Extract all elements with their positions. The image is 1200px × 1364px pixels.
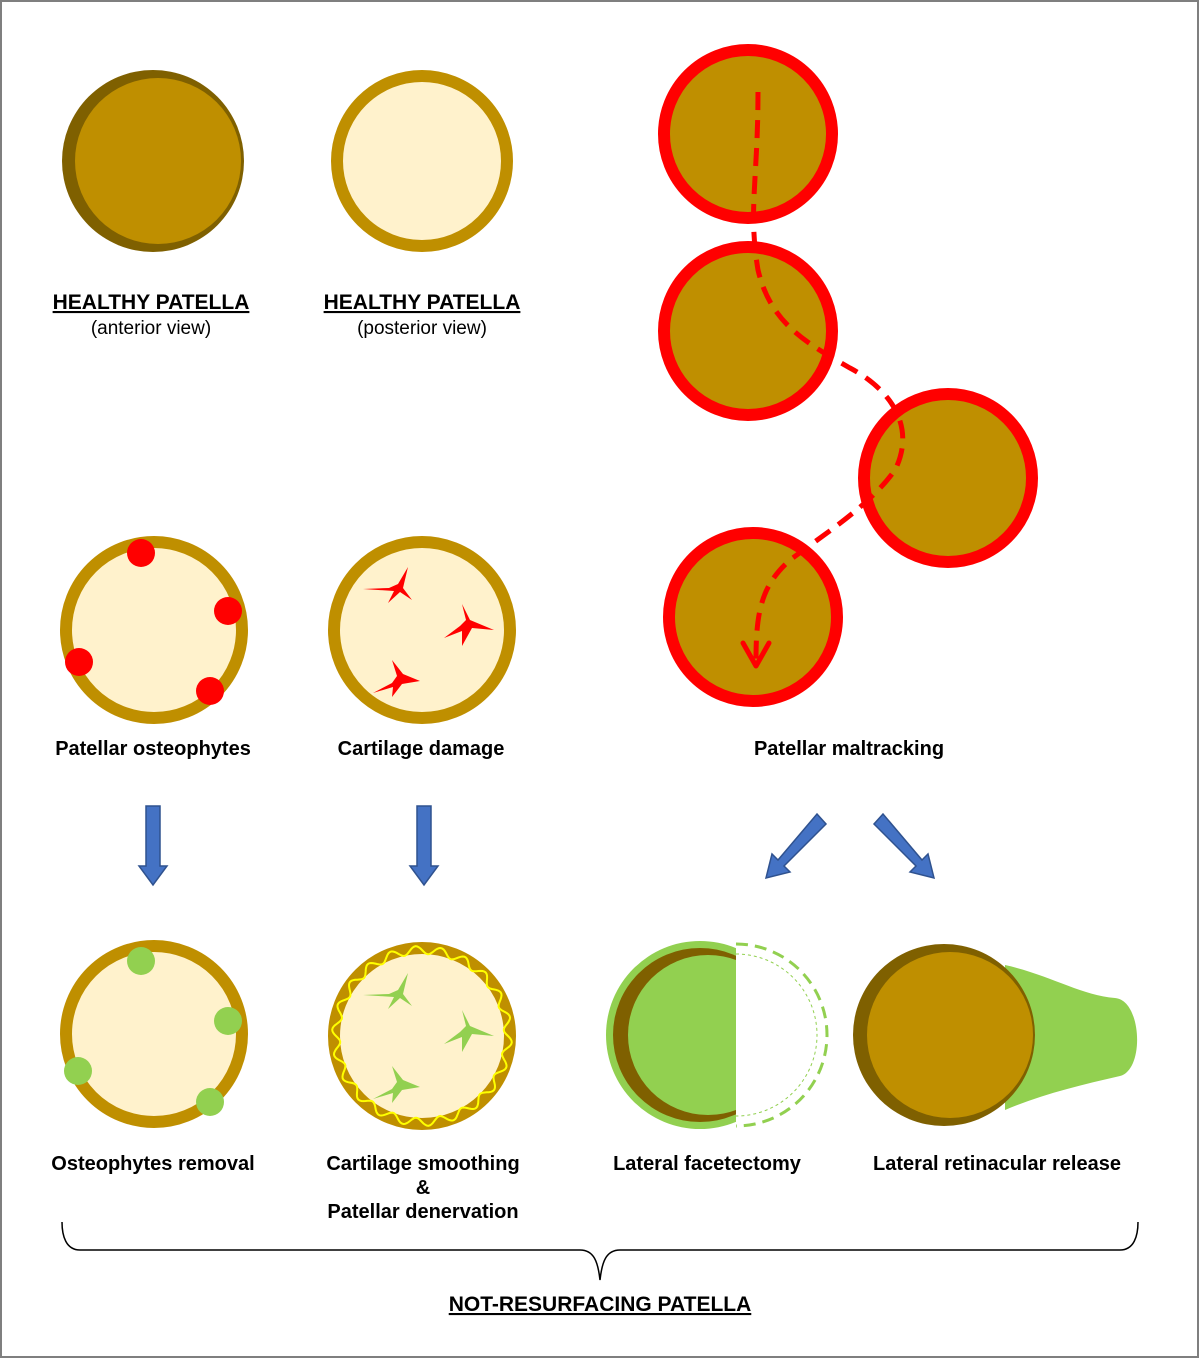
maltracking-position-3 [858,388,1038,568]
tracking-path [751,91,906,661]
osteophyte-4 [196,677,224,705]
maltracking-position-1 [658,44,838,224]
maltracking-label: Patellar maltracking [754,738,944,760]
removed-site-1 [127,947,155,975]
lateral-facetectomy-patella [606,941,829,1129]
smoothing-disc [328,942,516,1130]
osteophyte-3 [65,648,93,676]
smoothed-lesion-3 [373,1066,420,1103]
maltracking-position-2 [658,241,838,421]
resected-outline-inner [735,953,818,1117]
osteophytes-patella [60,536,248,724]
posterior-disc [331,70,513,252]
down-arrow-icon [408,805,440,887]
lateral-retinacular-release-patella [853,944,1138,1126]
removed-site-3 [64,1057,92,1085]
ampersand-label: & [416,1177,430,1199]
osteophyte-2 [214,597,242,625]
osteophytes-label: Patellar osteophytes [55,738,251,760]
healthy-patella-anterior [62,70,244,252]
osteophytes-disc [60,536,248,724]
facetectomy-label: Lateral facetectomy [613,1153,802,1175]
resected-outline-outer [735,942,829,1128]
osteophytes-removal-patella [60,940,248,1128]
removed-site-4 [196,1088,224,1116]
maltracking-sequence [658,44,1038,707]
released-retinaculum [1005,965,1138,1110]
cartilage-disc [328,536,516,724]
retinacular-release-label: Lateral retinacular release [873,1153,1121,1175]
anterior-subtitle: (anterior view) [91,318,211,339]
footer-title: NOT-RESURFACING PATELLA [449,1293,752,1316]
facetectomy-remaining-bone [628,955,736,1115]
cartilage-smoothing-patella [328,942,516,1130]
healthy-patella-posterior [331,70,513,252]
diagonal-arrow-icon [872,812,936,880]
denervation-label: Patellar denervation [327,1201,518,1223]
down-arrow-icon [137,805,169,887]
cartilage-lesion-3 [373,660,420,697]
posterior-subtitle: (posterior view) [357,318,487,339]
cartilage-lesion-2 [444,604,494,646]
osteophyte-1 [127,539,155,567]
tracking-arrowhead-icon [740,640,772,669]
cartilage-lesion-1 [363,567,412,603]
removal-disc [60,940,248,1128]
maltracking-position-4 [663,527,843,707]
cartilage-smoothing-label: Cartilage smoothing [326,1153,519,1175]
retinacular-bone [867,952,1033,1118]
removed-site-2 [214,1007,242,1035]
posterior-title: HEALTHY PATELLA [324,291,521,314]
brace-icon [61,1221,1139,1281]
anterior-title: HEALTHY PATELLA [53,291,250,314]
cartilage-damage-patella [328,536,516,724]
smoothed-lesion-2 [444,1010,494,1052]
denervation-ring [331,945,513,1127]
diagonal-arrow-icon [764,812,828,880]
cartilage-damage-label: Cartilage damage [338,738,505,760]
osteophytes-removal-label: Osteophytes removal [51,1153,254,1175]
smoothed-lesion-1 [363,973,412,1009]
anterior-bone [75,78,241,244]
